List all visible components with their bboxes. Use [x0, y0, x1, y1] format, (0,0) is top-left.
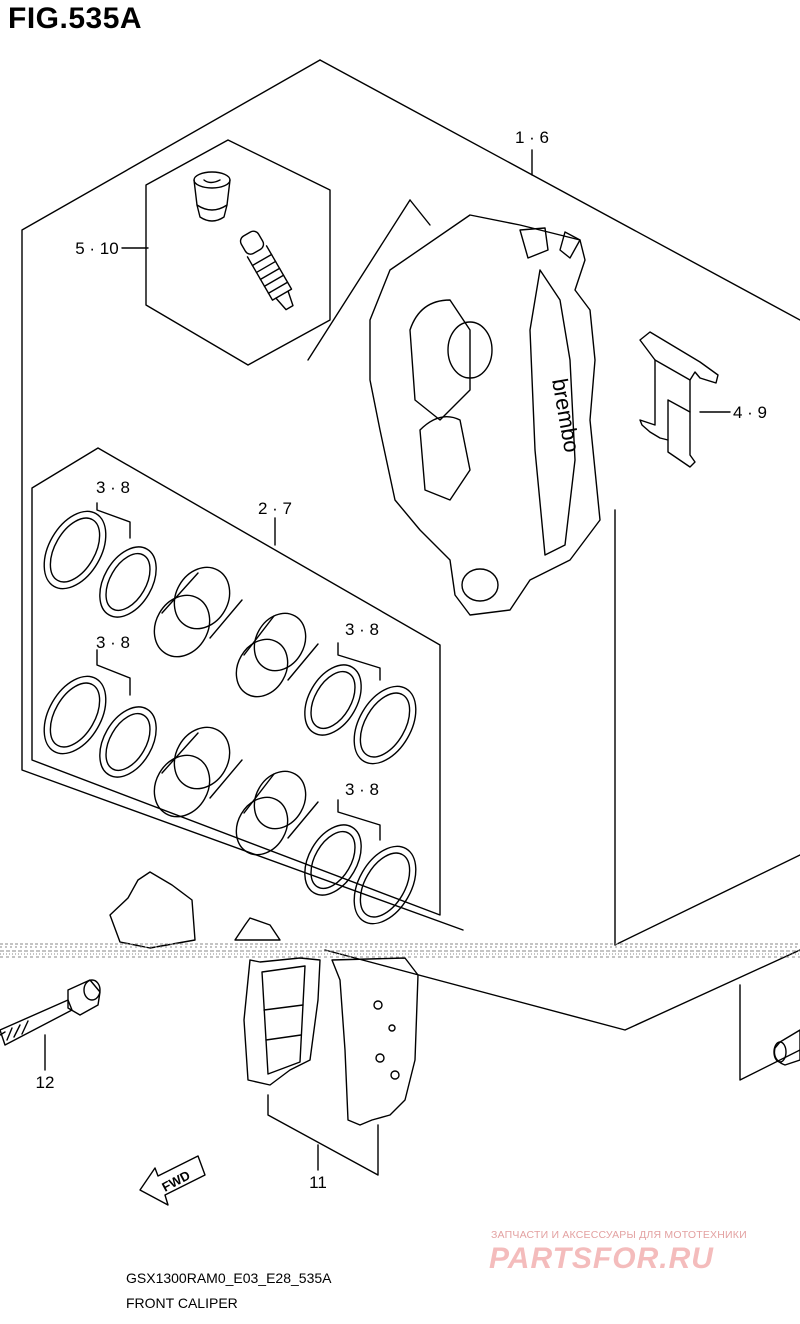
brake-pad-left — [109, 871, 281, 949]
bleeder-cap — [193, 171, 231, 222]
bleeder-screw — [239, 230, 294, 311]
caliper-bolt-right — [773, 1029, 800, 1066]
main-group-frame-bottom — [324, 949, 800, 1031]
main-group-frame-left — [21, 59, 464, 931]
brake-pad-inner — [243, 957, 321, 1086]
callout-3-8-mid-left: 3 · 8 — [96, 633, 130, 652]
callout-3-8-mid-right: 3 · 8 — [345, 620, 379, 639]
callout-11: 11 — [309, 1173, 327, 1192]
bleeder-group-frame — [145, 139, 331, 366]
piston-2 — [235, 612, 319, 698]
scan-artifact-band — [0, 943, 800, 958]
figure-title: FIG.535A — [8, 2, 143, 35]
piston-4 — [235, 770, 319, 856]
fwd-label: FWD — [159, 1168, 192, 1195]
callout-3-8-top: 3 · 8 — [96, 478, 130, 497]
main-group-frame-right — [614, 509, 800, 946]
brake-pad-outer — [331, 957, 419, 1126]
fwd-direction-arrow: FWD — [139, 1155, 206, 1206]
callout-1-6: 1 · 6 — [515, 128, 549, 147]
caliper-brand-text: brembo — [547, 377, 585, 455]
callout-2-7: 2 · 7 — [258, 499, 292, 518]
caliper-mounting-bolt — [0, 979, 101, 1046]
main-group-frame — [319, 59, 800, 321]
seal-ring-mid-left-1 — [43, 675, 107, 755]
figure-name: FRONT CALIPER — [126, 1295, 238, 1311]
callout-3-8-bottom: 3 · 8 — [345, 780, 379, 799]
pad-spring — [639, 331, 719, 468]
watermark-logo: PARTSFOR.RU — [489, 1242, 714, 1275]
seal-ring-mid-left-2 — [99, 706, 157, 778]
callout-12: 12 — [36, 1073, 55, 1092]
seal-ring-mid-right-1 — [304, 664, 362, 736]
piston-1 — [153, 566, 243, 658]
seal-ring-bottom-2 — [353, 845, 417, 925]
seal-ring-mid-right-2 — [353, 685, 417, 765]
piston-3 — [153, 726, 243, 818]
callout-4-9: 4 · 9 — [733, 403, 767, 422]
seal-ring-top-2 — [99, 546, 157, 618]
callout-5-10: 5 · 10 — [75, 239, 118, 258]
watermark-tagline: ЗАПЧАСТИ И АКСЕССУАРЫ ДЛЯ МОТОТЕХНИКИ — [491, 1229, 747, 1241]
figure-code: GSX1300RAM0_E03_E28_535A — [126, 1270, 332, 1286]
piston-group-frame — [31, 447, 441, 916]
seal-ring-top-1 — [43, 510, 107, 590]
caliper-body: brembo — [369, 214, 601, 616]
seal-ring-bottom-1 — [304, 824, 362, 896]
